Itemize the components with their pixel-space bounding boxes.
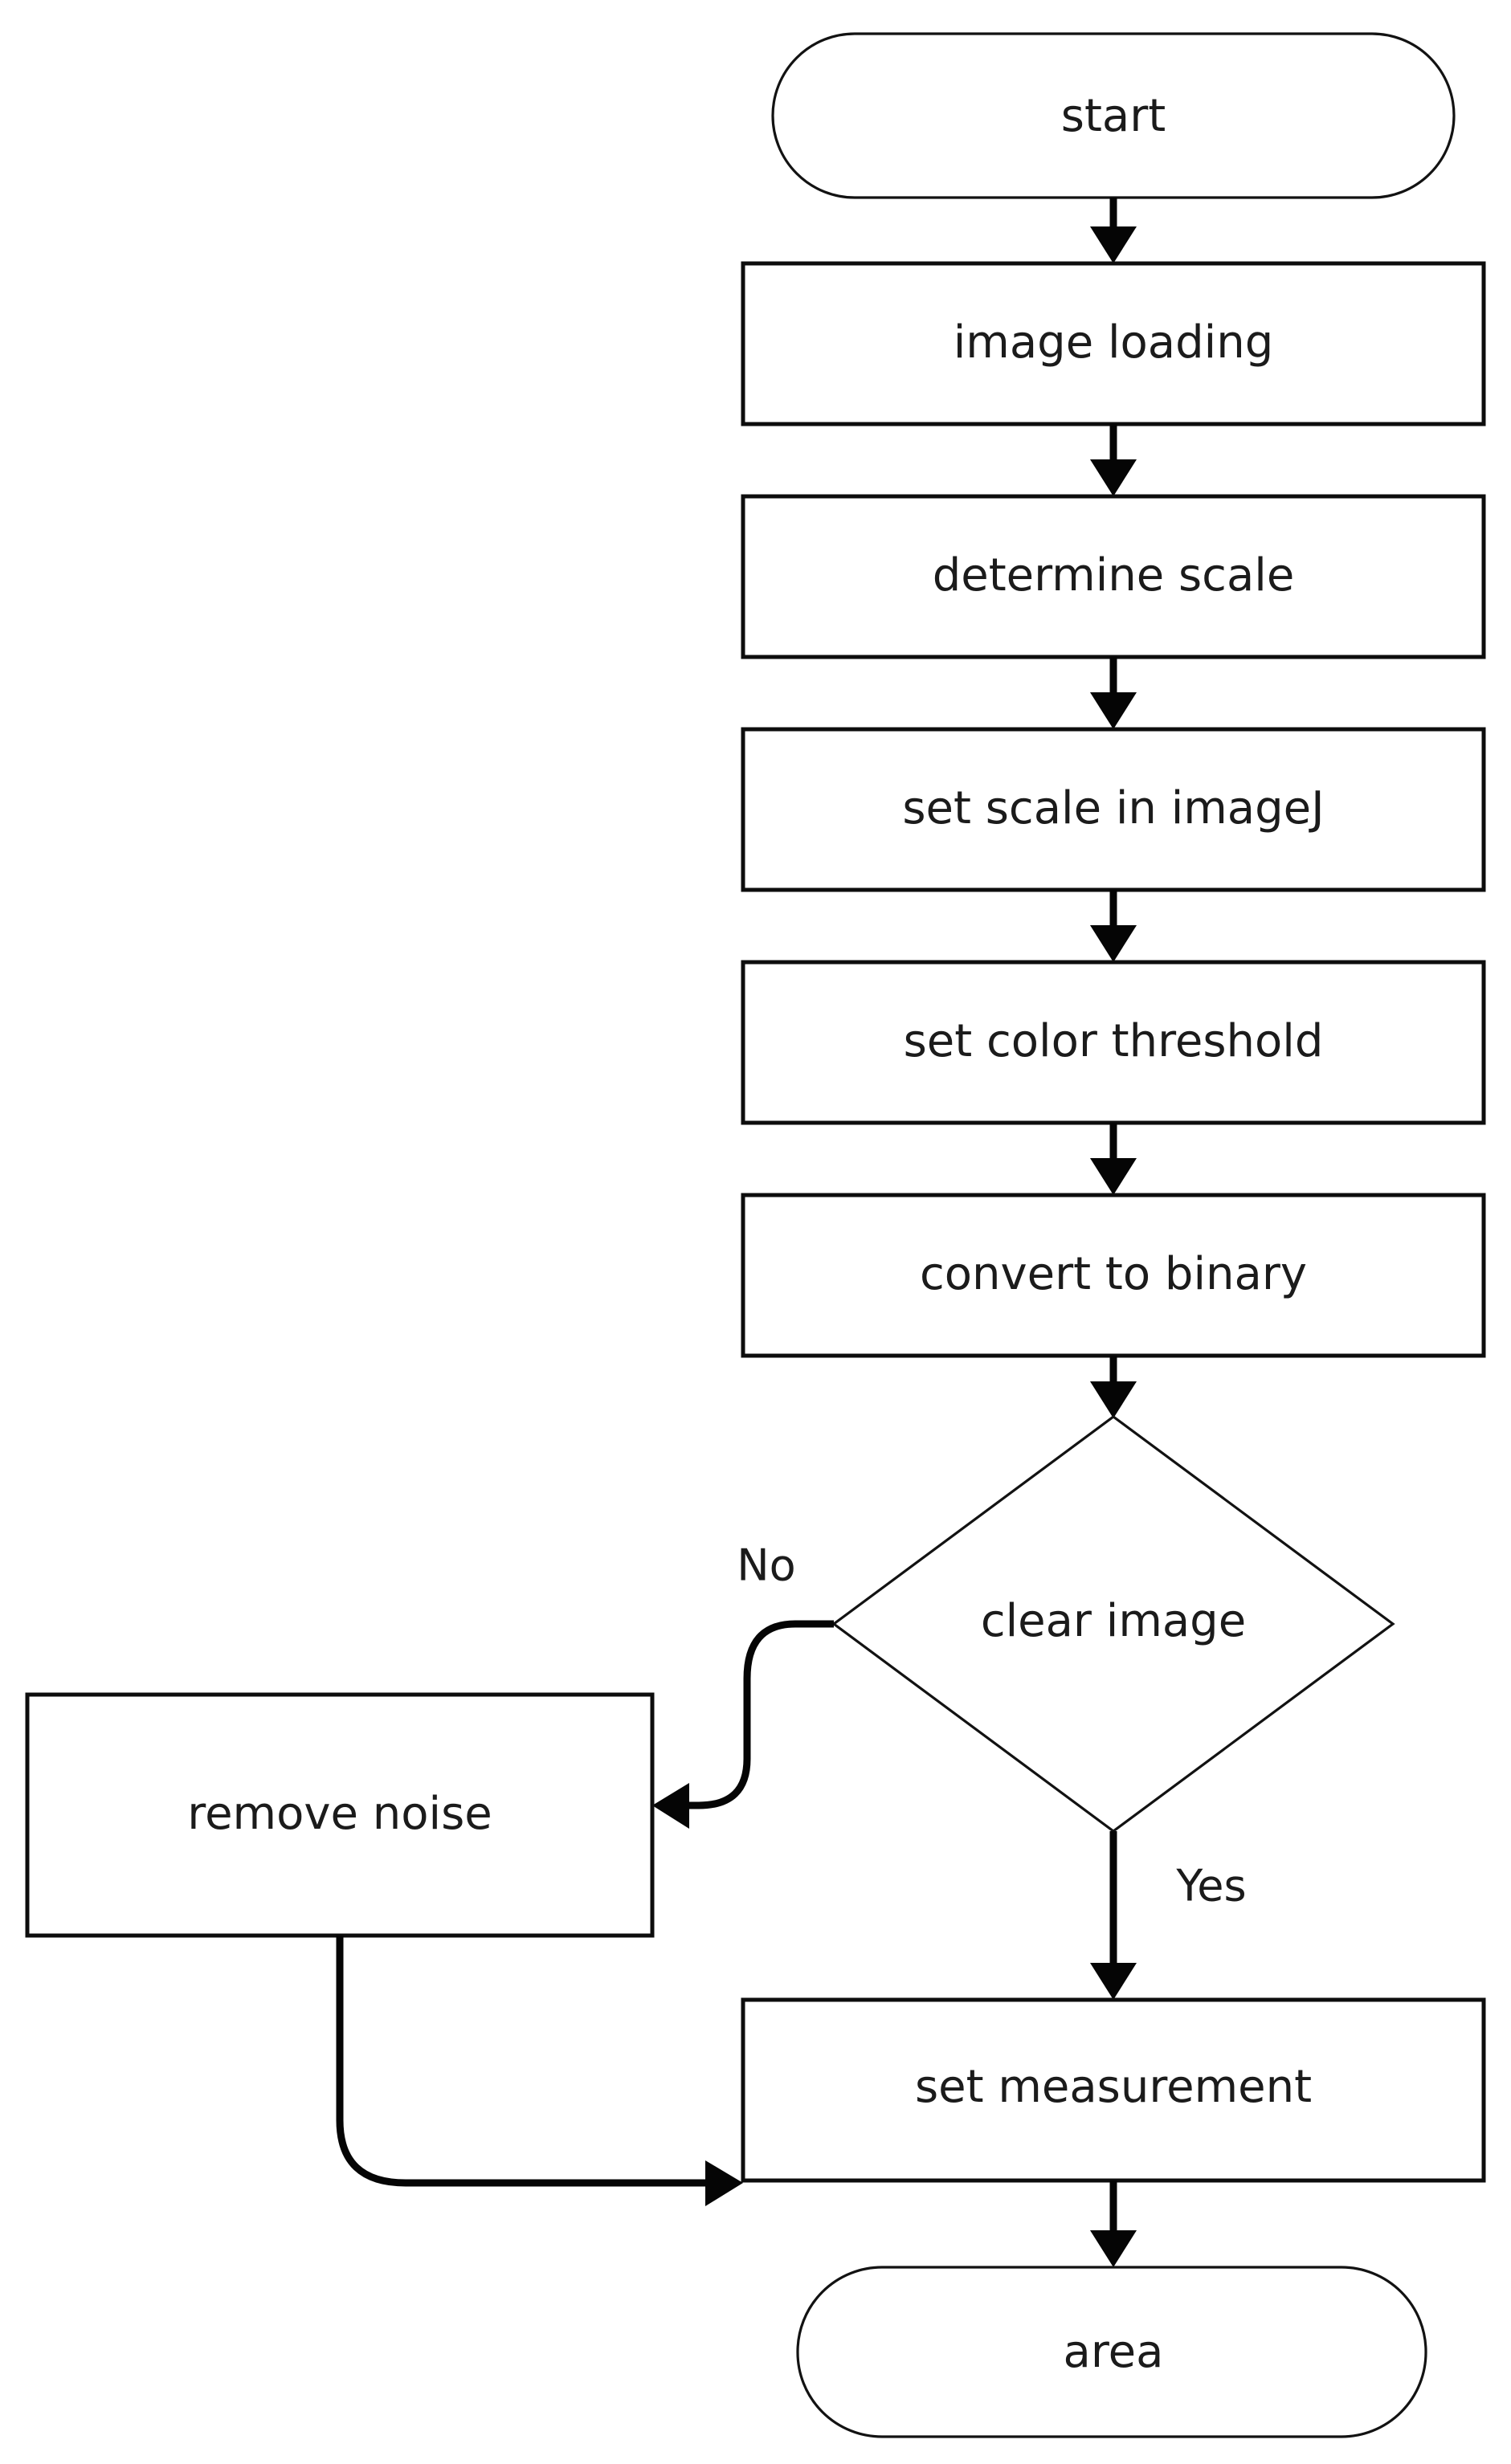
- node-remove-noise[interactable]: remove noise: [25, 1692, 655, 1938]
- arrowhead-icon: [1090, 226, 1137, 263]
- arrowhead-icon: [1090, 1381, 1137, 1418]
- edge-remove-noise-to-set-measurement: [336, 1936, 743, 2206]
- edge-start-to-image-loading: [1090, 198, 1137, 263]
- node-determine-scale[interactable]: determine scale: [741, 494, 1486, 659]
- edge-convert-to-clear-image: [1090, 1356, 1137, 1418]
- edge-image-loading-to-determine-scale: [1090, 424, 1137, 496]
- node-set-color-threshold[interactable]: set color threshold: [741, 960, 1486, 1125]
- arrowhead-icon: [1090, 1158, 1137, 1195]
- no-branch-path: [675, 1620, 834, 1809]
- arrowhead-icon: [705, 2160, 743, 2206]
- set-color-threshold-label: set color threshold: [904, 1015, 1324, 1067]
- convert-to-binary-shape: [741, 1193, 1486, 1358]
- image-loading-label: image loading: [954, 316, 1274, 369]
- node-convert-to-binary[interactable]: convert to binary: [741, 1193, 1486, 1358]
- arrowhead-icon: [1090, 459, 1137, 496]
- convert-to-binary-label: convert to binary: [920, 1248, 1307, 1300]
- remove-noise-label: remove noise: [187, 1788, 492, 1840]
- node-set-measurement[interactable]: set measurement: [741, 1997, 1486, 2183]
- arrowhead-icon: [1090, 2230, 1137, 2267]
- edge-yes-branch: Yes: [1090, 1831, 1247, 2000]
- remove-noise-shape: [25, 1692, 655, 1938]
- set-scale-in-imagej-shape: [741, 727, 1486, 892]
- edge-determine-scale-to-set-scale: [1090, 657, 1137, 729]
- arrowhead-icon: [1090, 1963, 1137, 2000]
- clear-image-label: clear image: [981, 1595, 1246, 1647]
- edge-no-branch: No: [652, 1540, 834, 1829]
- remove-noise-path: [336, 1936, 719, 2187]
- node-clear-image[interactable]: clear image: [831, 1415, 1395, 1833]
- set-color-threshold-shape: [741, 960, 1486, 1125]
- arrowhead-icon: [1090, 692, 1137, 729]
- set-measurement-label: set measurement: [915, 2061, 1312, 2113]
- area-shape: [796, 2266, 1427, 2438]
- arrowhead-icon: [1090, 925, 1137, 962]
- node-set-scale-in-imagej[interactable]: set scale in imageJ: [741, 727, 1486, 892]
- determine-scale-label: determine scale: [933, 549, 1295, 602]
- node-start[interactable]: start: [771, 32, 1456, 199]
- edge-set-scale-to-set-color-threshold: [1090, 890, 1137, 962]
- edge-set-color-threshold-to-convert: [1090, 1123, 1137, 1195]
- arrowhead-icon: [652, 1783, 689, 1829]
- no-branch-label: No: [737, 1540, 795, 1591]
- image-loading-shape: [741, 261, 1486, 426]
- start-label: start: [1061, 90, 1166, 142]
- area-label: area: [1064, 2326, 1164, 2378]
- node-image-loading[interactable]: image loading: [741, 261, 1486, 426]
- set-measurement-shape: [741, 1997, 1486, 2183]
- edge-set-measurement-to-area: [1090, 2180, 1137, 2267]
- set-scale-in-imagej-label: set scale in imageJ: [902, 782, 1324, 834]
- yes-branch-label: Yes: [1175, 1861, 1246, 1911]
- node-area[interactable]: area: [796, 2266, 1427, 2438]
